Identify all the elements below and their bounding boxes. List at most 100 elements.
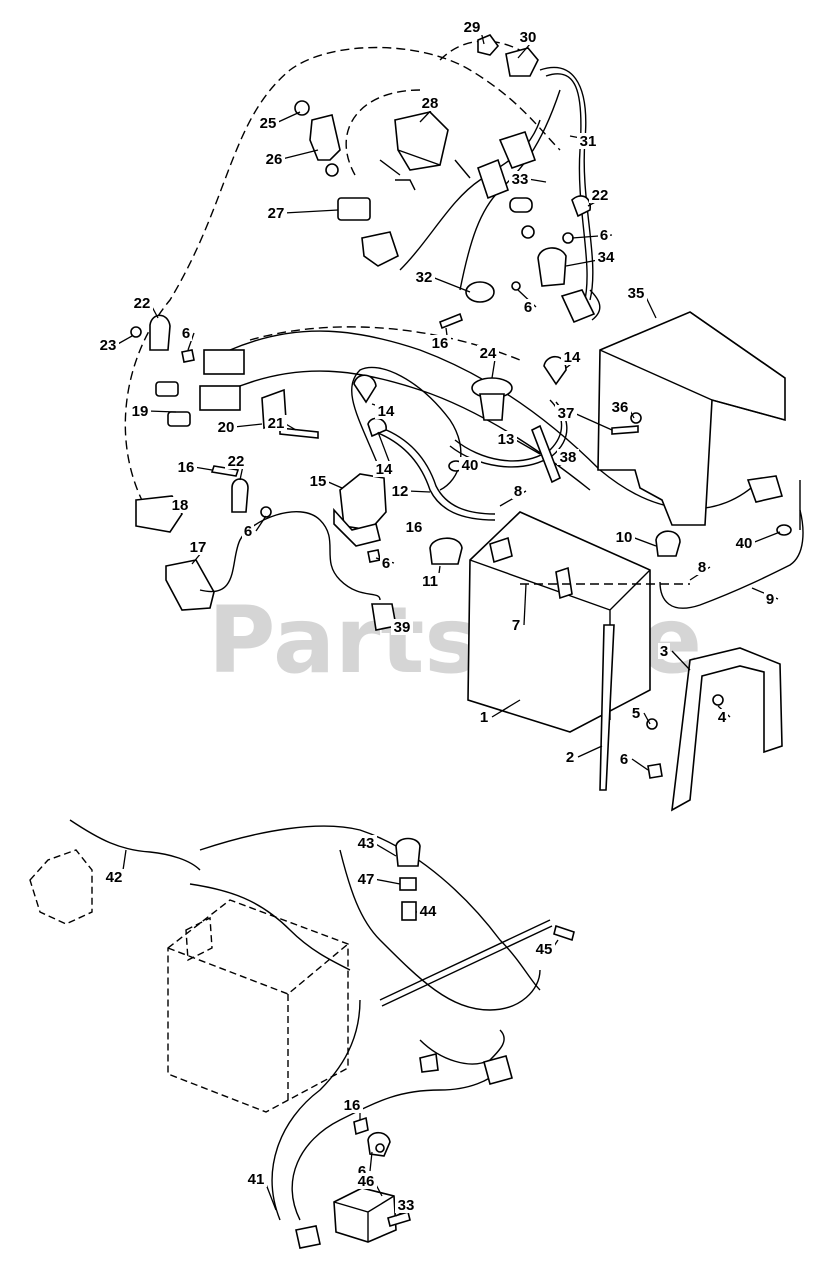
callout-c41[interactable]: 41 <box>248 1171 265 1188</box>
callout-c33b[interactable]: 33 <box>398 1197 415 1214</box>
callout-bg-c22c <box>225 453 247 469</box>
lower-connector-mid <box>419 1053 439 1073</box>
callout-c14c[interactable]: 14 <box>376 461 393 478</box>
callout-c39[interactable]: 39 <box>394 619 411 636</box>
callout-c31[interactable]: 31 <box>580 133 597 150</box>
callout-bg-c6b <box>180 325 192 341</box>
callout-c7[interactable]: 7 <box>512 617 520 634</box>
leader-c20 <box>233 423 263 428</box>
callout-c23[interactable]: 23 <box>100 337 117 354</box>
leader-c25 <box>275 111 301 124</box>
callout-c32[interactable]: 32 <box>416 269 433 286</box>
callout-c5[interactable]: 5 <box>632 705 640 722</box>
connector-19-c <box>155 381 179 397</box>
callout-c6b[interactable]: 6 <box>182 325 190 342</box>
callout-c6g[interactable]: 6 <box>358 1163 366 1180</box>
callout-bg-c32 <box>413 269 435 285</box>
part-22-clip-left <box>149 314 171 351</box>
callout-c24[interactable]: 24 <box>480 345 497 362</box>
part-3-bracket <box>671 647 783 812</box>
callout-bg-c43 <box>355 835 377 851</box>
callout-c9[interactable]: 9 <box>766 591 774 608</box>
callout-c42[interactable]: 42 <box>106 869 123 886</box>
callout-bg-c18 <box>169 497 191 513</box>
callout-c8b[interactable]: 8 <box>698 559 706 576</box>
callout-c6a[interactable]: 6 <box>600 227 608 244</box>
callout-c16d[interactable]: 16 <box>344 1097 361 1114</box>
callout-c6c[interactable]: 6 <box>524 299 532 316</box>
part-6-nut-mid <box>260 506 272 518</box>
part-27-switch <box>337 197 371 221</box>
switch-wire-31-b <box>545 73 588 305</box>
callout-c1[interactable]: 1 <box>480 709 488 726</box>
callout-c13[interactable]: 13 <box>498 431 515 448</box>
battery-terminal-left <box>489 536 513 564</box>
callout-c37[interactable]: 37 <box>558 405 575 422</box>
harness-dashed-c <box>249 326 521 361</box>
callout-bg-c22b <box>131 295 153 311</box>
callout-c14b[interactable]: 14 <box>378 403 395 420</box>
callout-c11[interactable]: 11 <box>422 573 438 590</box>
callout-c6f[interactable]: 6 <box>620 751 628 768</box>
callout-c43[interactable]: 43 <box>358 835 375 852</box>
callout-c27[interactable]: 27 <box>268 205 285 222</box>
callout-c16a[interactable]: 16 <box>432 335 449 352</box>
part-37-screw <box>611 425 639 435</box>
callout-c12[interactable]: 12 <box>392 483 409 500</box>
callout-c10[interactable]: 10 <box>616 529 633 546</box>
callout-c21[interactable]: 21 <box>268 415 285 432</box>
callout-c25[interactable]: 25 <box>260 115 277 132</box>
callout-c29[interactable]: 29 <box>464 19 481 36</box>
callout-c34[interactable]: 34 <box>598 249 615 266</box>
callout-c40b[interactable]: 40 <box>736 535 753 552</box>
part-10-cap <box>655 530 681 557</box>
lower-harness-a <box>199 825 541 991</box>
leader-c12 <box>407 490 431 493</box>
callout-c22a[interactable]: 22 <box>592 187 609 204</box>
callout-c35[interactable]: 35 <box>628 285 645 302</box>
callout-c16c[interactable]: 16 <box>406 519 423 536</box>
callout-bg-c6f <box>618 751 630 767</box>
callout-c38[interactable]: 38 <box>560 449 577 466</box>
part-6-nut-bottom <box>375 1143 385 1153</box>
callout-bg-c47 <box>355 871 377 887</box>
callout-bg-c3 <box>658 643 670 659</box>
callout-c6e[interactable]: 6 <box>382 555 390 572</box>
callout-bg-c42 <box>103 869 125 885</box>
callout-bg-c9 <box>764 591 776 607</box>
callout-c2[interactable]: 2 <box>566 749 574 766</box>
callout-c44[interactable]: 44 <box>420 903 437 920</box>
callout-bg-c34 <box>595 249 617 265</box>
callout-c17[interactable]: 17 <box>190 539 207 556</box>
part-key <box>509 197 533 213</box>
callout-c6d[interactable]: 6 <box>244 523 252 540</box>
callout-c28[interactable]: 28 <box>422 95 439 112</box>
callout-c18[interactable]: 18 <box>172 497 189 514</box>
callout-c8a[interactable]: 8 <box>514 483 522 500</box>
callout-c33a[interactable]: 33 <box>512 171 529 188</box>
callout-c19[interactable]: 19 <box>132 403 149 420</box>
connector-19-d <box>167 411 191 427</box>
callout-c46[interactable]: 46 <box>358 1173 375 1190</box>
callout-c16b[interactable]: 16 <box>178 459 195 476</box>
callout-c26[interactable]: 26 <box>266 151 283 168</box>
callout-c30[interactable]: 30 <box>520 29 537 46</box>
part-14-cap-top <box>543 355 567 386</box>
cable-45 <box>379 919 551 1001</box>
callout-c20[interactable]: 20 <box>218 419 235 436</box>
callout-c47[interactable]: 47 <box>358 871 375 888</box>
callout-c22b[interactable]: 22 <box>134 295 151 312</box>
callout-c3[interactable]: 3 <box>660 643 668 660</box>
callout-bg-c11 <box>419 573 441 589</box>
callout-c14a[interactable]: 14 <box>564 349 581 366</box>
part-40-washer-b <box>776 524 792 536</box>
callout-c15[interactable]: 15 <box>310 473 327 490</box>
part-38-rod <box>530 424 562 484</box>
callout-c36[interactable]: 36 <box>612 399 629 416</box>
callout-c22c[interactable]: 22 <box>228 453 245 470</box>
callout-c40a[interactable]: 40 <box>462 457 479 474</box>
callout-c45[interactable]: 45 <box>536 941 553 958</box>
callout-c4[interactable]: 4 <box>718 709 727 726</box>
